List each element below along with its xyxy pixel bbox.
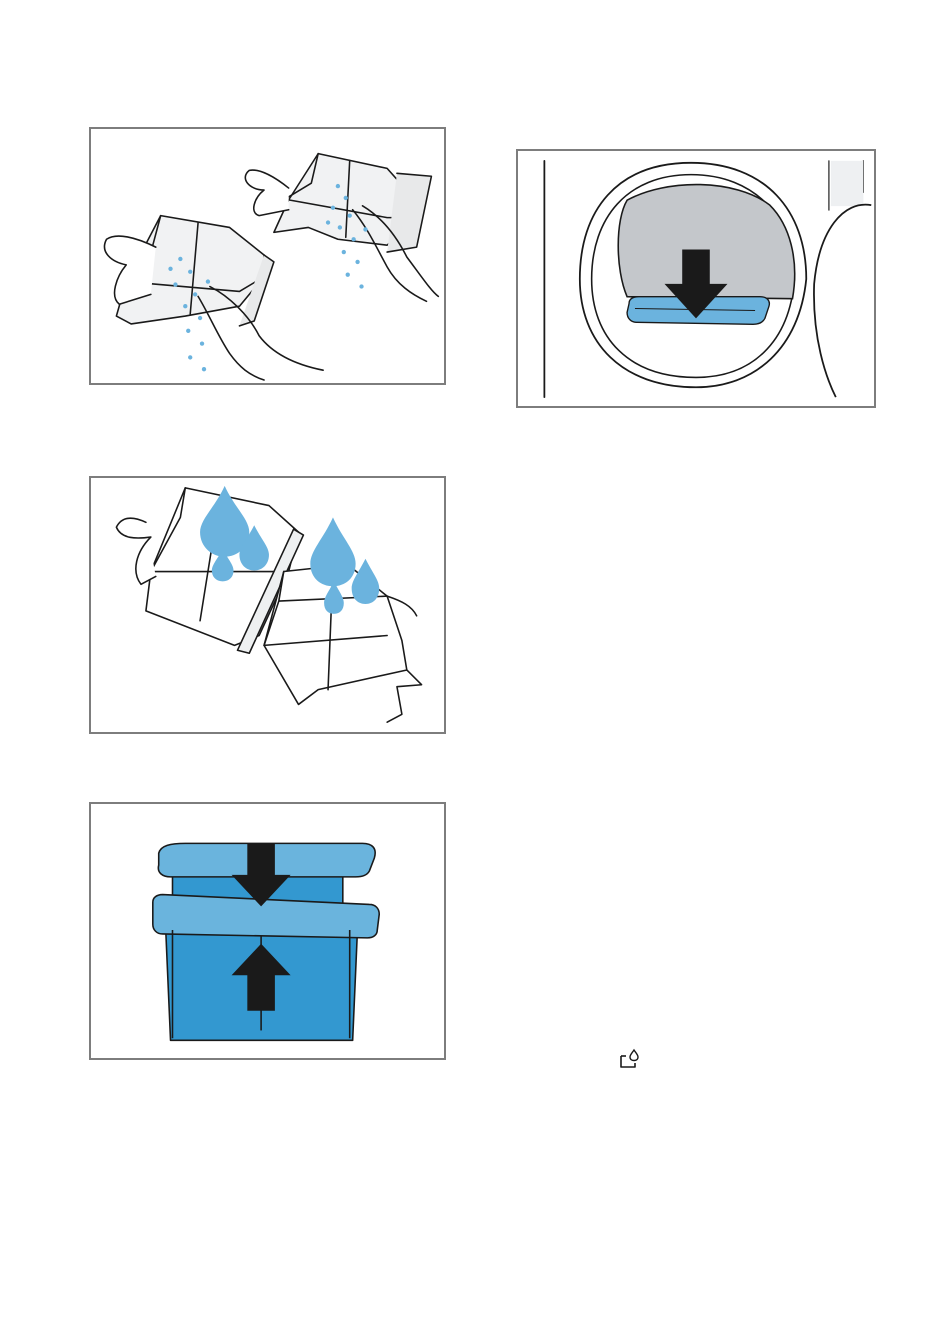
filter-rinse-icon	[91, 129, 444, 383]
condenser-drain-icon	[617, 1047, 641, 1071]
illustration-reassemble-filter	[89, 802, 446, 1060]
water-drops-icon	[91, 478, 444, 732]
illustration-door-filter	[516, 149, 876, 408]
door-filter-icon	[518, 151, 874, 406]
filter-insert-icon	[91, 804, 444, 1058]
illustration-shake-filter	[89, 476, 446, 734]
illustration-rinse-filter	[89, 127, 446, 385]
